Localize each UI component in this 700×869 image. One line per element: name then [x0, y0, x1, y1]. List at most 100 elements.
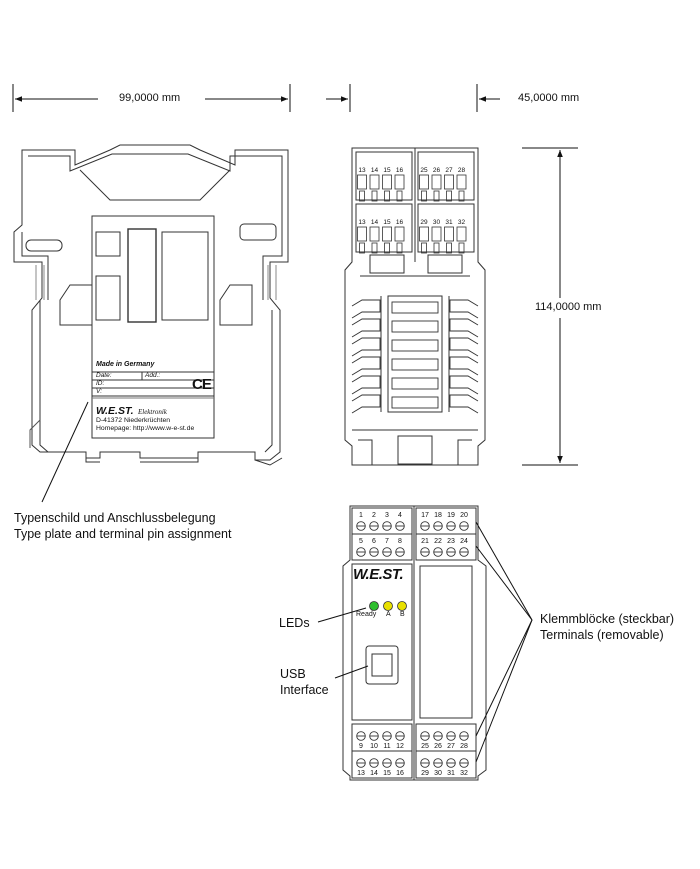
end-view: [344, 147, 486, 466]
led-a-label: A: [386, 611, 391, 618]
end-terminal-clamp: [359, 190, 365, 202]
end-view-fin: [391, 339, 439, 352]
end-view-fin: [391, 301, 439, 314]
end-terminal-clamp: [458, 242, 465, 254]
end-terminal-opening: [419, 226, 429, 242]
end-terminal-number: 32: [458, 219, 466, 226]
callout-usb-line2: Interface: [280, 683, 329, 697]
end-terminal-number: 16: [396, 219, 404, 226]
end-terminal-clamp: [384, 190, 390, 202]
end-terminal-opening: [456, 174, 467, 190]
end-terminal-clamp: [359, 242, 365, 254]
end-terminal-clamp: [371, 242, 378, 254]
terminal-number: 7: [385, 538, 389, 545]
ce-mark: CE: [192, 376, 212, 393]
terminal-number: 22: [434, 538, 442, 545]
terminal-number: 5: [359, 538, 363, 545]
plate-made-in: Made in Germany: [96, 361, 155, 368]
plate-add: Add.:: [145, 372, 161, 379]
terminal-number: 10: [370, 743, 378, 750]
end-terminal-clamp: [421, 190, 427, 202]
front-leds: [369, 601, 407, 611]
terminal-number: 30: [434, 770, 442, 777]
terminal-number: 3: [385, 512, 389, 519]
end-terminal-opening: [419, 174, 429, 190]
end-terminal-opening: [357, 226, 367, 242]
end-terminal-clamp: [384, 242, 390, 254]
terminal-number: 23: [447, 538, 455, 545]
end-terminal-opening: [394, 226, 405, 242]
end-view-fin: [391, 358, 439, 371]
dimension-height-label: 114,0000 mm: [535, 301, 602, 314]
front-brand-logo: W.E.ST.: [353, 566, 404, 583]
front-panel: [342, 505, 487, 781]
callout-type-plate-de: Typenschild und Anschlussbelegung: [14, 511, 216, 525]
end-view-fin-left: [351, 318, 381, 338]
led-a: [383, 601, 393, 611]
led-b: [397, 601, 407, 611]
terminal-number: 29: [421, 770, 429, 777]
terminal-number: 31: [447, 770, 455, 777]
end-terminal-number: 16: [396, 167, 404, 174]
end-terminal-number: 13: [358, 219, 366, 226]
callout-usb-line1: USB: [280, 667, 306, 681]
end-terminal-opening: [357, 174, 367, 190]
end-terminal-number: 14: [371, 167, 379, 174]
plate-date: Date:: [96, 372, 112, 379]
end-view-fin-right: [449, 375, 479, 395]
terminal-number: 9: [359, 743, 363, 750]
end-terminal-clamp: [396, 190, 403, 202]
end-terminal-number: 31: [445, 219, 453, 226]
end-terminal-opening: [369, 226, 380, 242]
dimension-side-width-label: 99,0000 mm: [119, 92, 181, 104]
terminal-number: 11: [383, 743, 390, 750]
end-view-fin-right: [449, 318, 479, 338]
terminal-number: 28: [460, 743, 468, 750]
plate-address: D-41372 Niederkrüchten: [96, 417, 171, 424]
end-terminal-number: 15: [383, 167, 391, 174]
terminal-number: 18: [434, 512, 442, 519]
end-view-fin-right: [449, 394, 479, 414]
terminal-number: 16: [396, 770, 404, 777]
end-view-fin-right: [449, 299, 479, 319]
end-terminal-number: 15: [383, 219, 391, 226]
end-view-fin-left: [351, 394, 381, 414]
end-terminal-opening: [382, 174, 392, 190]
end-terminal-number: 25: [420, 167, 428, 174]
terminal-number: 20: [460, 512, 468, 519]
end-view-fin-right: [449, 356, 479, 376]
end-terminal-opening: [431, 174, 442, 190]
plate-brand-suffix: Elektronik: [137, 408, 167, 416]
end-view-fins: [351, 299, 479, 414]
end-view-fin-left: [351, 356, 381, 376]
end-view-fin-right: [449, 337, 479, 357]
end-terminal-opening: [444, 174, 454, 190]
terminal-number: 8: [398, 538, 402, 545]
terminal-number: 25: [421, 743, 429, 750]
dimension-front-width: [326, 84, 500, 112]
end-view-fin-left: [351, 375, 381, 395]
end-terminal-number: 14: [371, 219, 379, 226]
callout-leds: LEDs: [279, 616, 310, 630]
end-terminal-clamp: [446, 242, 452, 254]
terminal-number: 24: [460, 538, 468, 545]
terminal-number: 14: [370, 770, 378, 777]
end-terminal-number: 27: [445, 167, 453, 174]
terminal-number: 17: [421, 512, 429, 519]
end-view-fin-left: [351, 299, 381, 319]
terminal-number: 4: [398, 512, 402, 519]
end-terminal-clamp: [446, 190, 452, 202]
callout-leaders: [41, 401, 533, 763]
terminal-number: 2: [372, 512, 376, 519]
led-b-label: B: [400, 611, 405, 618]
terminal-number: 21: [421, 538, 429, 545]
plate-v: V:: [96, 388, 103, 395]
terminal-number: 32: [460, 770, 468, 777]
end-terminal-number: 28: [458, 167, 466, 174]
terminal-number: 12: [396, 743, 404, 750]
plate-brand-logo: W.E.ST.: [96, 405, 134, 417]
end-terminal-clamp: [421, 242, 427, 254]
